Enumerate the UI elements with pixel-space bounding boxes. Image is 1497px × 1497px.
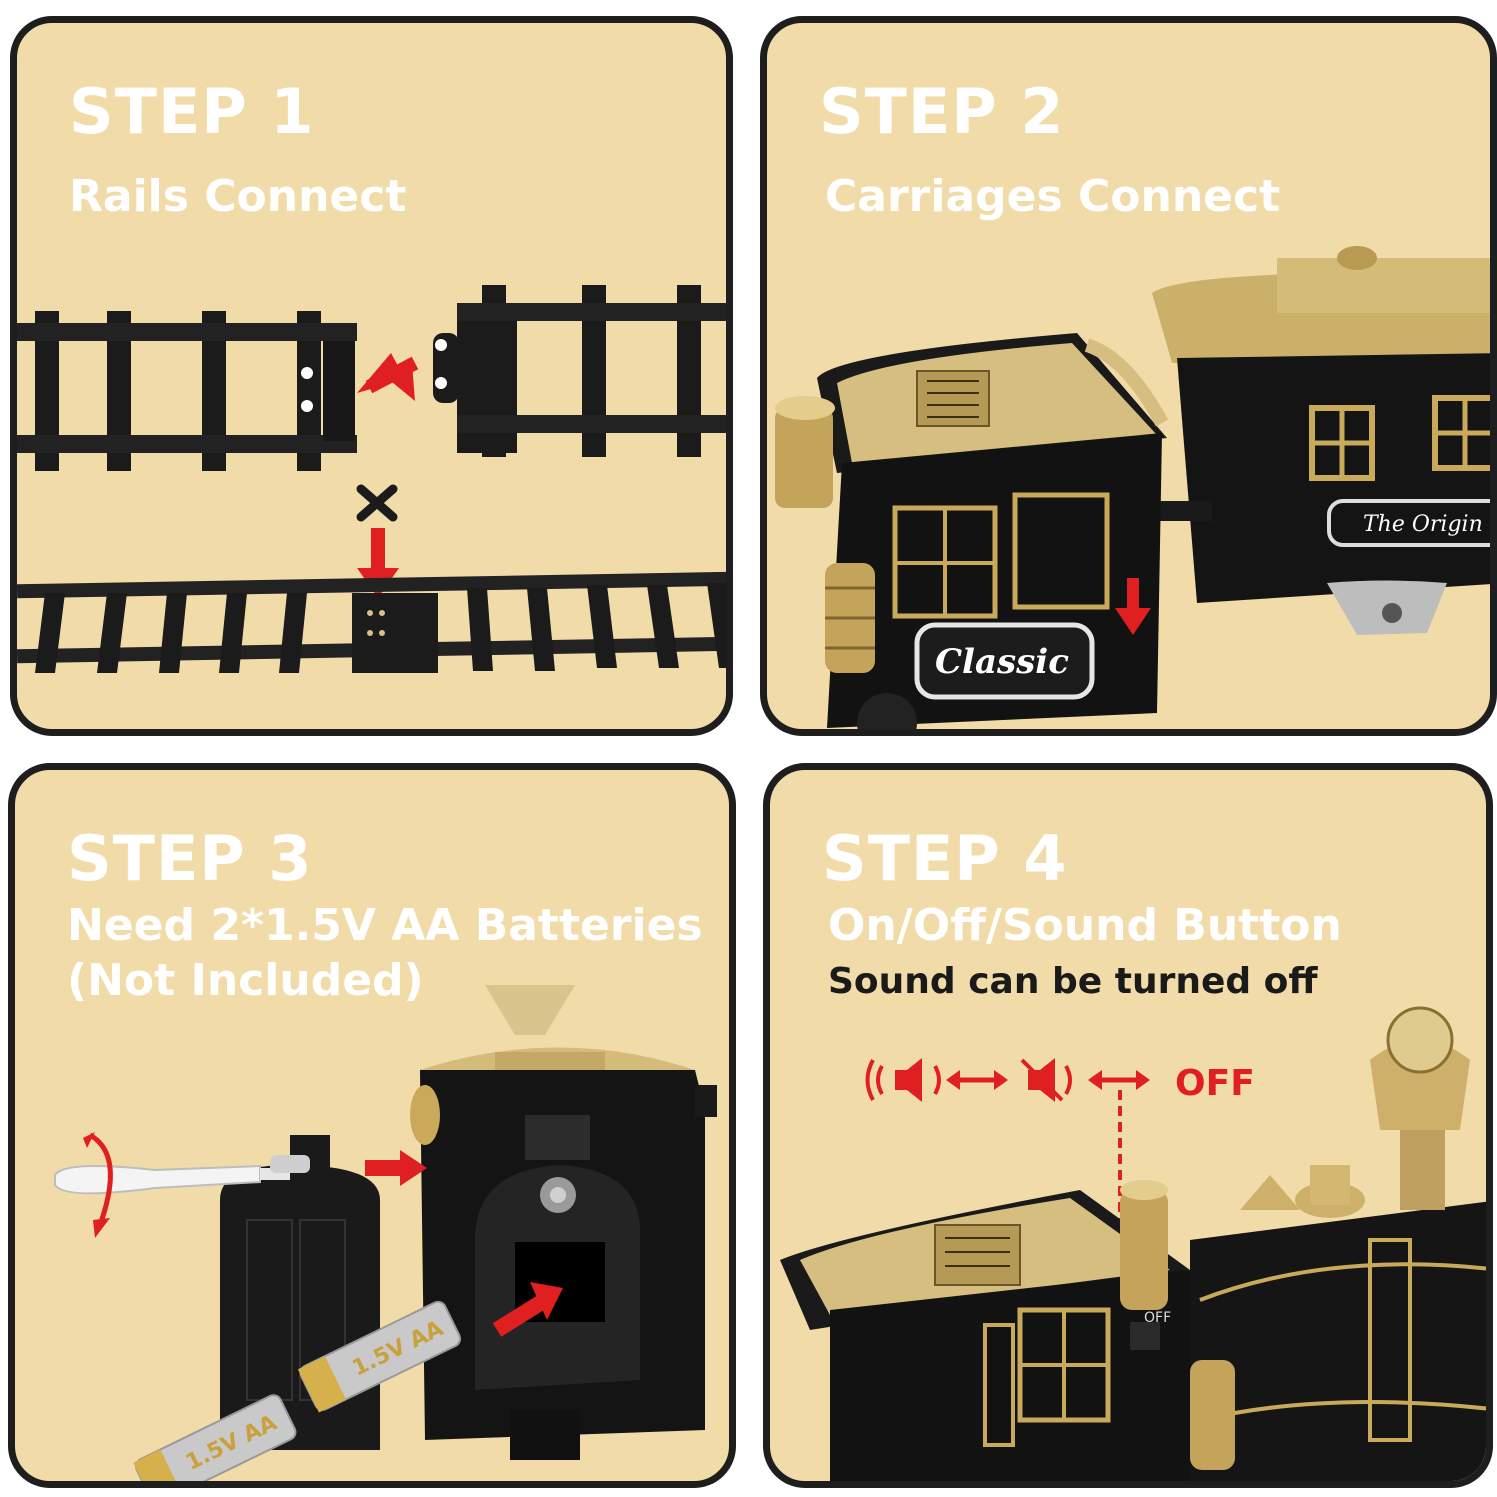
off-label: OFF — [1175, 1063, 1255, 1104]
step-title: STEP 4 — [822, 822, 1068, 895]
double-arrow-icon — [1088, 1070, 1150, 1090]
red-arrow-icon — [357, 353, 419, 401]
batteries-illustration: 1.5V AA 1.5V AA — [54, 985, 717, 1481]
red-arrow-icon — [492, 1282, 563, 1337]
step-note: Sound can be turned off — [828, 961, 1318, 1002]
speaker-off-icon — [1020, 1058, 1072, 1102]
red-arrow-icon — [1115, 578, 1151, 635]
switch-label: OFF — [1144, 1310, 1171, 1326]
rails-illustration — [17, 285, 726, 673]
step-subtitle: Carriages Connect — [825, 171, 1281, 222]
track-icon — [433, 285, 726, 457]
locomotive-label: Classic — [935, 642, 1069, 682]
sound-button-illustration: OFF OFF — [780, 1006, 1486, 1481]
step-subtitle-line-1: Need 2*1.5V AA Batteries — [67, 900, 703, 951]
step-3-panel: 1.5V AA 1.5V AA STEP 3 Need 2*1.5V AA Ba… — [8, 763, 736, 1488]
locomotive-icon — [410, 985, 717, 1460]
step-title: STEP 1 — [69, 75, 315, 148]
step-title: STEP 3 — [67, 822, 313, 895]
track-icon — [17, 311, 357, 471]
speaker-on-icon — [865, 1058, 941, 1102]
x-mark-icon — [356, 484, 398, 522]
step-subtitle: On/Off/Sound Button — [828, 900, 1342, 951]
rotate-icon — [83, 1132, 113, 1238]
step-title: STEP 2 — [819, 75, 1065, 148]
screwdriver-icon — [54, 1155, 310, 1195]
step-subtitle: Rails Connect — [69, 171, 407, 222]
double-arrow-icon — [946, 1070, 1008, 1090]
battery-icon: 1.5V AA — [133, 1394, 297, 1481]
red-arrow-icon — [365, 1150, 427, 1186]
step-2-panel: The Origin Classic — [760, 16, 1497, 736]
step-1-panel: STEP 1 Rails Connect — [10, 16, 733, 736]
track-icon — [17, 571, 726, 673]
step-subtitle-line-2: (Not Included) — [67, 955, 424, 1006]
locomotive-icon: OFF — [780, 1006, 1486, 1481]
locomotive-icon: Classic — [775, 333, 1169, 729]
carriage-label: The Origin — [1363, 512, 1483, 537]
carriages-illustration: The Origin Classic — [775, 246, 1490, 729]
carriage-icon: The Origin — [1152, 246, 1490, 635]
step-4-panel: OFF OFF — [763, 763, 1493, 1488]
